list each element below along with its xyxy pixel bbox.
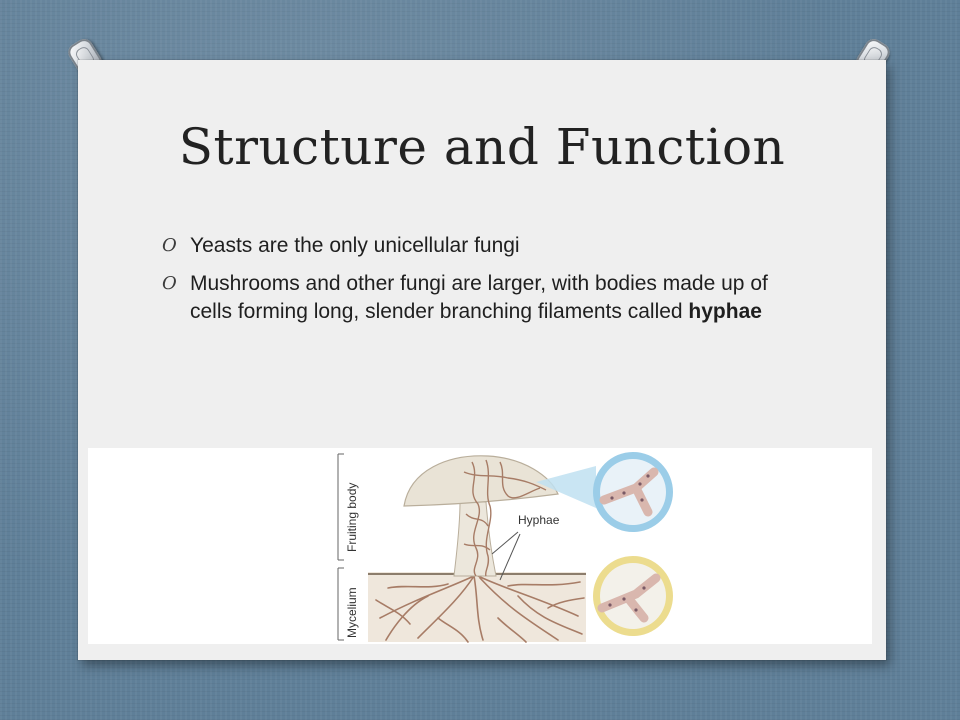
mycelium-network [375, 575, 585, 643]
fungus-diagram-svg: Fruiting body Mycelium [337, 452, 673, 643]
bullet-item: O Mushrooms and other fungi are larger, … [160, 270, 800, 326]
region-brackets [337, 453, 344, 641]
fruiting-hyphae [463, 459, 547, 577]
slide-card: Structure and Function O Yeasts are the … [78, 60, 886, 660]
bullet-marker-icon: O [162, 235, 177, 256]
hyphae-pointer [499, 533, 521, 581]
bullet-bold-term: hyphae [688, 300, 762, 323]
slide-title: Structure and Function [178, 118, 786, 176]
bullet-marker-icon: O [162, 273, 177, 294]
mycelium-label: Mycelium [345, 587, 359, 638]
bullet-list: O Yeasts are the only unicellular fungi … [160, 232, 800, 336]
mushroom-stalk [453, 501, 497, 577]
hyphae-pointer [491, 531, 519, 555]
bullet-item: O Yeasts are the only unicellular fungi [160, 232, 800, 260]
hyphae-label: Hyphae [518, 513, 560, 527]
bullet-text: Mushrooms and other fungi are larger, wi… [190, 272, 768, 323]
zoom-beam [536, 466, 596, 508]
fruiting-cell-closeup [593, 452, 673, 532]
fungus-diagram: Fruiting body Mycelium [88, 448, 872, 644]
mushroom-cap [403, 455, 559, 507]
mycelium-cell-closeup [593, 556, 673, 636]
fruiting-body-label: Fruiting body [345, 483, 359, 552]
bullet-text: Yeasts are the only unicellular fungi [190, 234, 520, 257]
